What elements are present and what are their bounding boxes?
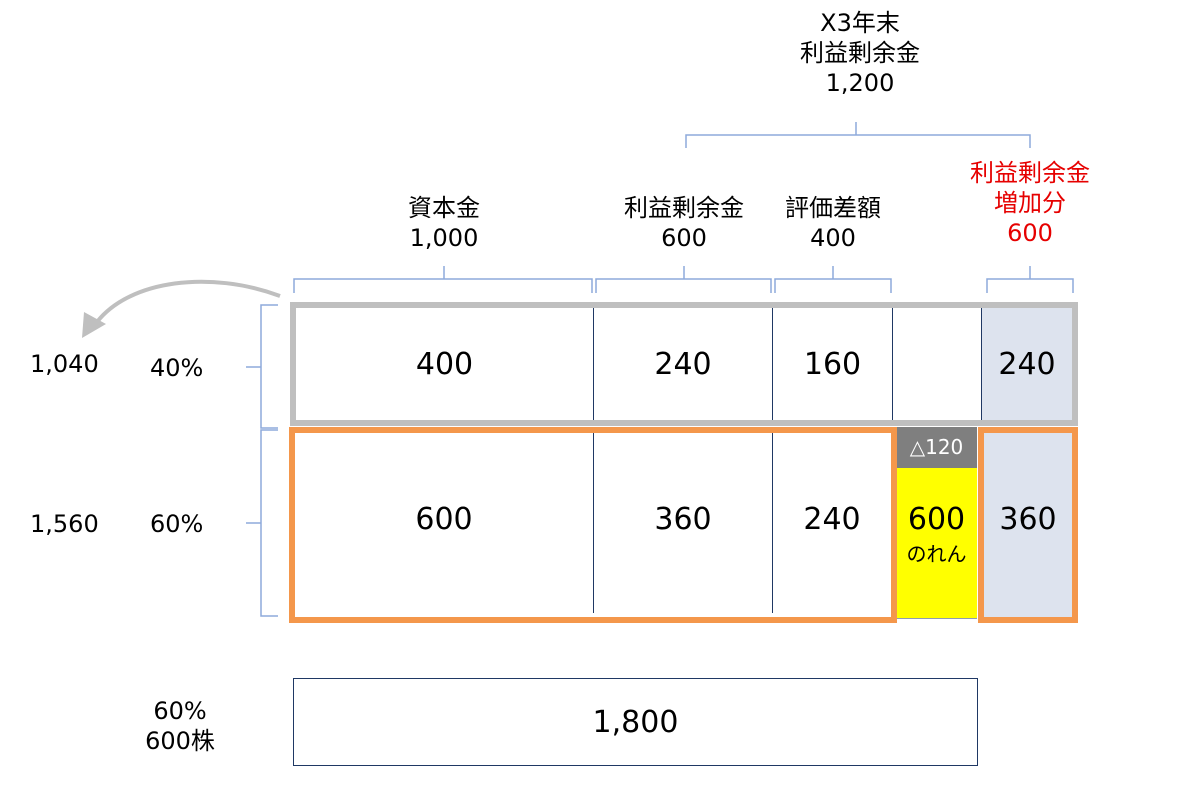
header-capital: 資本金 1,000 (364, 193, 524, 253)
top-label-year: X3年末 (820, 9, 900, 37)
capital-brace (293, 266, 593, 293)
curved-arrow (95, 279, 281, 324)
minority-valuation: 160 (803, 346, 862, 382)
parent-retained: 360 (654, 501, 712, 537)
minority-row-box (290, 302, 1078, 426)
top-brace (685, 122, 1031, 148)
parent-increase-box (978, 427, 1078, 623)
minority-increase: 240 (998, 346, 1056, 382)
parent-total: 1,560 (30, 510, 99, 538)
minority-retained: 240 (654, 346, 712, 382)
header-retained-name: 利益剰余金 (624, 194, 744, 222)
top-label: X3年末 利益剰余金 1,200 (780, 8, 940, 98)
header-increase-line2: 増加分 (994, 189, 1066, 217)
adjustment-value: △120 (909, 435, 964, 459)
header-valuation: 評価差額 400 (763, 193, 903, 253)
divider (892, 308, 893, 422)
header-capital-value: 1,000 (409, 224, 479, 252)
goodwill-label: 600 のれん (896, 500, 977, 568)
goodwill-cell (896, 468, 977, 618)
increase-brace (986, 266, 1074, 293)
parent-ratio: 60% (150, 510, 204, 538)
top-label-title: 利益剰余金 (800, 39, 920, 67)
header-valuation-name: 評価差額 (785, 194, 881, 222)
divider (593, 433, 594, 613)
header-increase-value: 600 (1007, 219, 1053, 247)
header-retained: 利益剰余金 600 (604, 193, 764, 253)
divider (772, 433, 773, 613)
divider (772, 308, 773, 422)
minority-total: 1,040 (30, 350, 99, 378)
top-label-value: 1,200 (825, 69, 895, 97)
parent-increase: 360 (999, 501, 1057, 537)
investment-label: 60% 600株 (120, 696, 240, 756)
goodwill-value: 600 (907, 502, 966, 537)
header-capital-name: 資本金 (408, 194, 480, 222)
increase-parent-cell (978, 427, 1078, 623)
increase-minority-cell (981, 308, 1073, 422)
investment-shares: 600株 (145, 727, 215, 755)
parent-capital: 600 (415, 501, 473, 537)
retained-brace (595, 266, 772, 293)
investment-ratio: 60% (153, 697, 207, 725)
header-valuation-value: 400 (810, 224, 856, 252)
curved-arrow-head (82, 312, 106, 338)
header-increase-line1: 利益剰余金 (970, 159, 1090, 187)
valuation-brace (774, 266, 892, 293)
minority-capital: 400 (415, 346, 474, 382)
minority-ratio: 40% (150, 354, 204, 382)
investment-box: 1,800 (293, 678, 978, 766)
header-retained-value: 600 (661, 224, 707, 252)
adjustment-cell: △120 (896, 427, 977, 468)
parent-row-box (289, 427, 897, 623)
divider (593, 308, 594, 422)
parent-brace (246, 429, 278, 617)
goodwill-name: のれん (906, 542, 967, 566)
minority-brace (246, 304, 278, 429)
header-increase: 利益剰余金 増加分 600 (950, 158, 1110, 248)
parent-valuation: 240 (803, 501, 861, 537)
